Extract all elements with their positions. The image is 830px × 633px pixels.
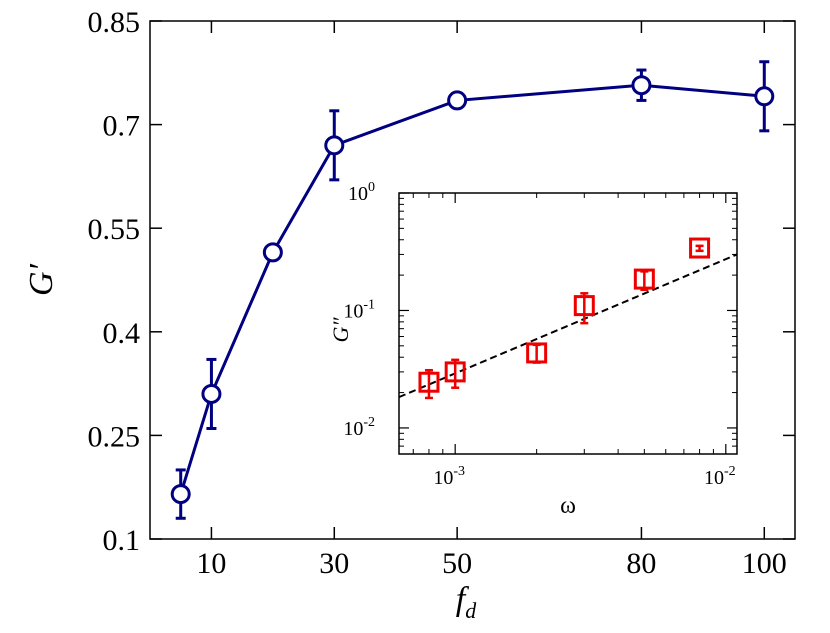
main-tick-labels: 10 30 50 80 100 0.1 0.25 0.4 0.55 0.7 0.85 — [88, 6, 787, 580]
inset-tick-labels: 10-3 10-2 10-2 10-1 100 — [343, 180, 735, 489]
x-tick-label: 100 — [742, 547, 787, 580]
inset-background — [399, 193, 737, 454]
inset-plot-frame — [398, 192, 738, 455]
data-point-marker — [631, 75, 652, 96]
main-series — [170, 60, 775, 520]
inset-data-point-marker — [633, 268, 655, 290]
y-axis-title: G′ — [23, 263, 60, 296]
inset-series — [418, 237, 711, 400]
data-point-marker — [754, 86, 775, 107]
inset-y-tick-label: 100 — [348, 180, 375, 205]
data-point-marker — [447, 90, 468, 111]
inset-y-axis-title: G″ — [328, 317, 353, 343]
inset-data-point-marker — [526, 342, 548, 364]
inset-y-tick-label: 10-2 — [343, 415, 375, 440]
main-ticks — [150, 20, 795, 540]
inset-y-tick-label: 10-1 — [343, 297, 375, 322]
y-tick-label: 0.55 — [88, 213, 141, 246]
main-plot-frame — [149, 20, 796, 540]
data-point-marker — [262, 242, 283, 263]
inset-x-axis-title: ω — [560, 493, 576, 519]
x-tick-label: 50 — [442, 547, 472, 580]
inset-data-point-marker — [573, 295, 595, 317]
y-tick-label: 0.85 — [88, 6, 141, 39]
inset-data-point-marker — [444, 361, 466, 383]
y-tick-label: 0.1 — [103, 524, 141, 557]
y-tick-label: 0.7 — [103, 110, 141, 143]
inset-x-tick-label: 10-3 — [433, 464, 465, 489]
x-tick-label: 80 — [626, 547, 656, 580]
inset-x-tick-label: 10-2 — [704, 464, 736, 489]
inset-chart: 10-3 10-2 10-2 10-1 100 G″ ω — [328, 180, 738, 519]
y-tick-label: 0.4 — [103, 317, 141, 350]
main-chart: 10 30 50 80 100 0.1 0.25 0.4 0.55 0.7 0.85 G′ fd — [23, 6, 796, 623]
y-tick-label: 0.25 — [88, 420, 141, 453]
data-point-marker — [170, 484, 191, 505]
x-axis-title: fd — [456, 581, 477, 623]
inset-data-point-marker — [689, 237, 711, 259]
inset-data-point-marker — [418, 371, 440, 393]
data-point-marker — [324, 135, 345, 156]
x-axis-title-sub: d — [465, 598, 477, 623]
x-tick-label: 10 — [196, 547, 226, 580]
data-point-marker — [201, 383, 222, 404]
x-tick-label: 30 — [319, 547, 349, 580]
